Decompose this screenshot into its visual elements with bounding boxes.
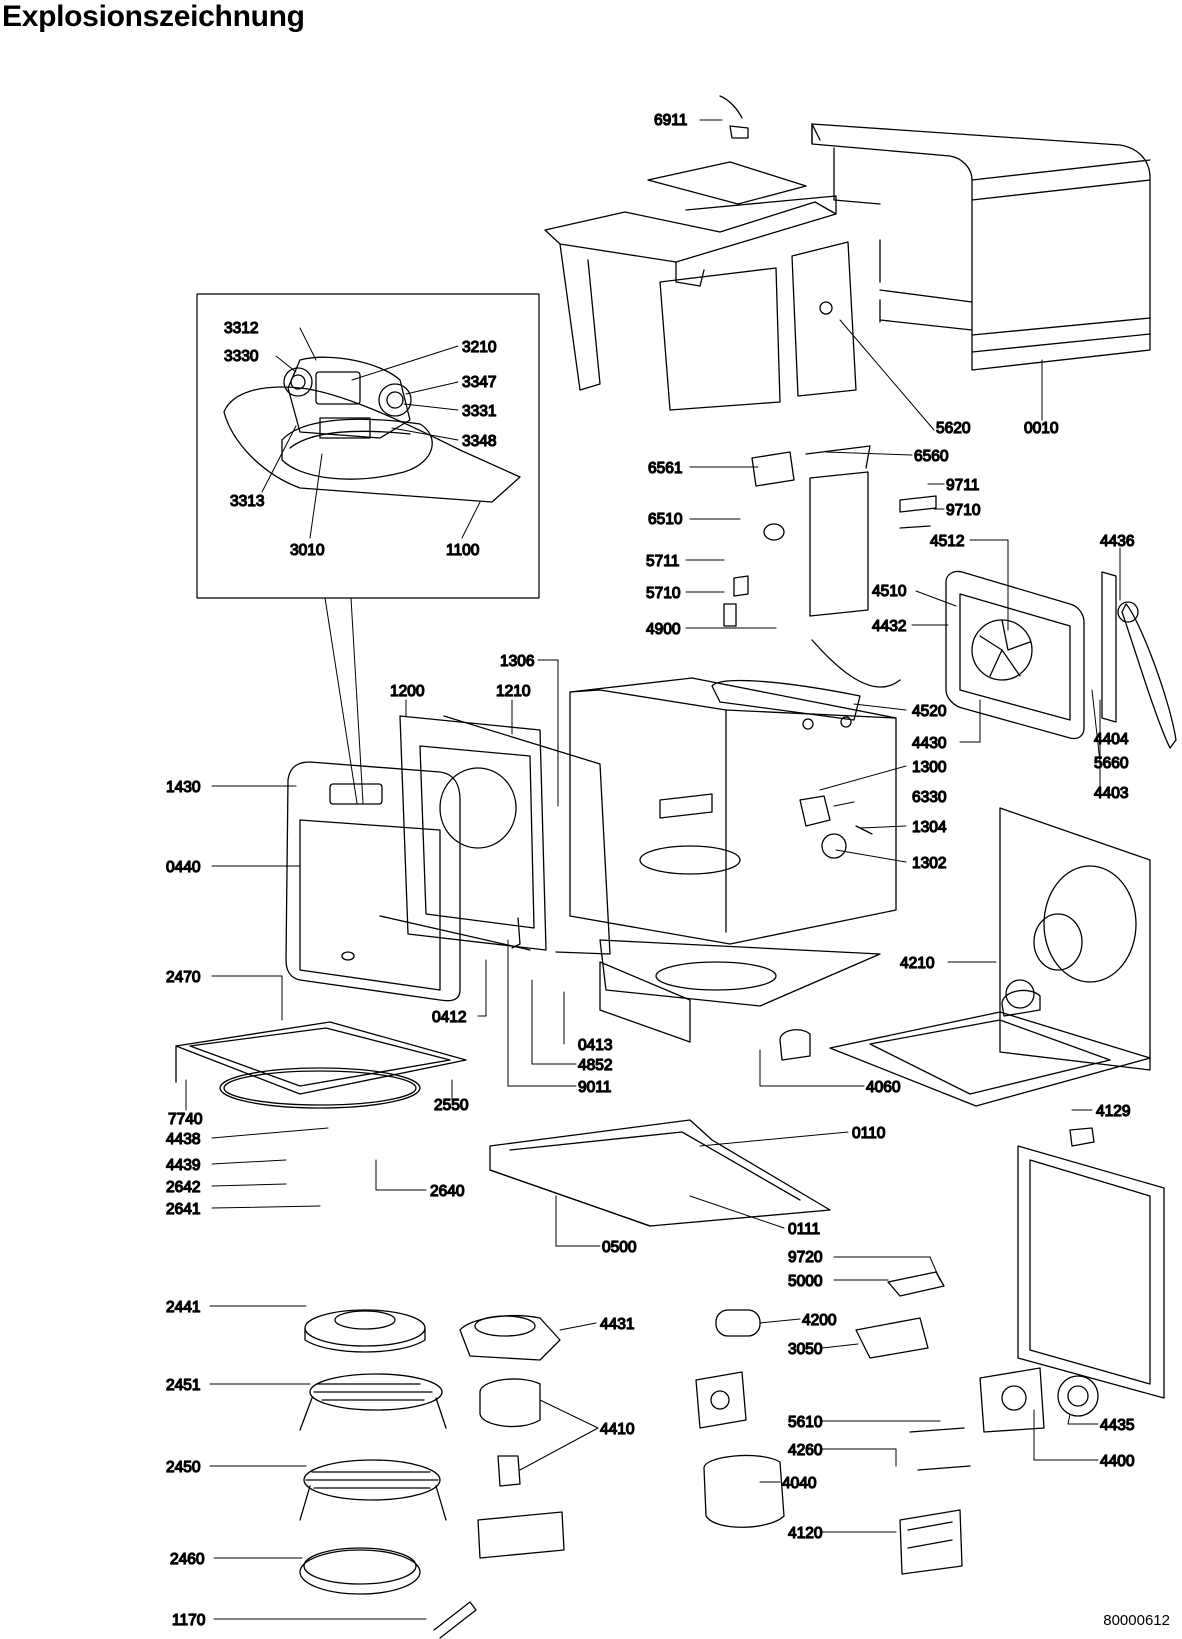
callout-3313: 3313 xyxy=(230,493,264,510)
callout-4404: 4404 xyxy=(1094,731,1129,748)
callout-5620: 5620 xyxy=(936,420,971,437)
callout-4852: 4852 xyxy=(578,1057,612,1074)
callout-1302: 1302 xyxy=(912,855,946,872)
callout-4510: 4510 xyxy=(872,583,907,600)
callout-1210: 1210 xyxy=(496,683,531,700)
callout-labels: 6911 0010 5620 3312 3210 3330 3347 3331 … xyxy=(165,111,1135,1629)
callout-4200: 4200 xyxy=(802,1312,837,1329)
callout-0440: 0440 xyxy=(166,859,201,876)
oven-cavity xyxy=(569,677,897,1043)
callout-1304: 1304 xyxy=(912,819,947,836)
rear-fan-panel xyxy=(945,570,1177,749)
callout-5660: 5660 xyxy=(1094,755,1129,772)
callout-5000: 5000 xyxy=(788,1273,823,1290)
callout-9720: 9720 xyxy=(788,1249,823,1266)
callout-6561: 6561 xyxy=(648,460,682,477)
callout-4432: 4432 xyxy=(872,618,906,635)
callout-1200: 1200 xyxy=(390,683,425,700)
callout-4436: 4436 xyxy=(1100,533,1134,550)
callout-5710: 5710 xyxy=(646,585,681,602)
callout-2640: 2640 xyxy=(430,1183,465,1200)
callout-3330: 3330 xyxy=(224,348,259,365)
callout-3348: 3348 xyxy=(462,433,496,450)
callout-2441: 2441 xyxy=(166,1299,200,1316)
base-plate xyxy=(489,1119,831,1227)
callout-5610: 5610 xyxy=(788,1414,823,1431)
callout-9711: 9711 xyxy=(946,477,979,494)
callout-4431: 4431 xyxy=(600,1316,634,1333)
callout-0413: 0413 xyxy=(578,1037,612,1054)
callout-2470: 2470 xyxy=(166,969,201,986)
small-parts xyxy=(723,445,937,859)
accessories xyxy=(299,1309,477,1639)
outer-casing xyxy=(811,123,1151,371)
callout-4410: 4410 xyxy=(600,1421,635,1438)
callout-3010: 3010 xyxy=(290,542,325,559)
callout-2450: 2450 xyxy=(166,1459,201,1476)
callout-4520: 4520 xyxy=(912,703,947,720)
callout-1100: 1100 xyxy=(446,542,480,559)
page-title: Explosionszeichnung xyxy=(2,0,305,33)
callout-1300: 1300 xyxy=(912,759,947,776)
callout-0500: 0500 xyxy=(602,1239,637,1256)
callout-4430: 4430 xyxy=(912,735,947,752)
callout-9011: 9011 xyxy=(578,1079,611,1096)
right-side-panel xyxy=(829,807,1151,1107)
callout-4120: 4120 xyxy=(788,1525,823,1542)
callout-2642: 2642 xyxy=(166,1179,200,1196)
motor-components xyxy=(459,1315,565,1559)
tray-and-ring xyxy=(175,1021,467,1109)
callout-4040: 4040 xyxy=(782,1475,817,1492)
callout-0111: 0111 xyxy=(788,1221,820,1238)
callout-6560: 6560 xyxy=(914,448,949,465)
callout-4210: 4210 xyxy=(900,955,935,972)
callout-3347: 3347 xyxy=(462,374,496,391)
detail-inset xyxy=(196,293,540,804)
callout-0010: 0010 xyxy=(1024,420,1059,437)
callout-0412: 0412 xyxy=(432,1009,466,1026)
rear-frame xyxy=(1017,1145,1165,1399)
callout-2451: 2451 xyxy=(166,1377,200,1394)
callout-1170: 1170 xyxy=(172,1612,206,1629)
callout-4400: 4400 xyxy=(1100,1453,1135,1470)
callout-7740: 7740 xyxy=(168,1111,203,1128)
leader-lines xyxy=(185,119,1121,1620)
callout-5711: 5711 xyxy=(646,553,679,570)
callout-4403: 4403 xyxy=(1094,785,1128,802)
callout-4439: 4439 xyxy=(166,1157,200,1174)
electrical-components xyxy=(695,989,1099,1575)
callout-0110: 0110 xyxy=(852,1125,886,1142)
callout-4260: 4260 xyxy=(788,1442,823,1459)
callout-1306: 1306 xyxy=(500,653,534,670)
callout-1430: 1430 xyxy=(166,779,201,796)
callout-9710: 9710 xyxy=(946,502,981,519)
callout-3210: 3210 xyxy=(462,339,497,356)
callout-4129: 4129 xyxy=(1096,1103,1130,1120)
top-plates xyxy=(544,95,857,411)
callout-4060: 4060 xyxy=(866,1079,901,1096)
callout-3312: 3312 xyxy=(224,320,258,337)
callout-3050: 3050 xyxy=(788,1341,823,1358)
callout-6510: 6510 xyxy=(648,511,683,528)
callout-4512: 4512 xyxy=(930,533,964,550)
callout-4438: 4438 xyxy=(166,1131,200,1148)
callout-4435: 4435 xyxy=(1100,1417,1134,1434)
callout-2460: 2460 xyxy=(170,1551,205,1568)
callout-6911: 6911 xyxy=(654,112,687,129)
document-number: 80000612 xyxy=(1103,1612,1170,1629)
callout-6330: 6330 xyxy=(912,789,947,806)
callout-2641: 2641 xyxy=(166,1201,200,1218)
door-assembly xyxy=(285,715,611,1002)
callout-2550: 2550 xyxy=(434,1097,469,1114)
callout-4900: 4900 xyxy=(646,621,681,638)
callout-3331: 3331 xyxy=(462,403,496,420)
